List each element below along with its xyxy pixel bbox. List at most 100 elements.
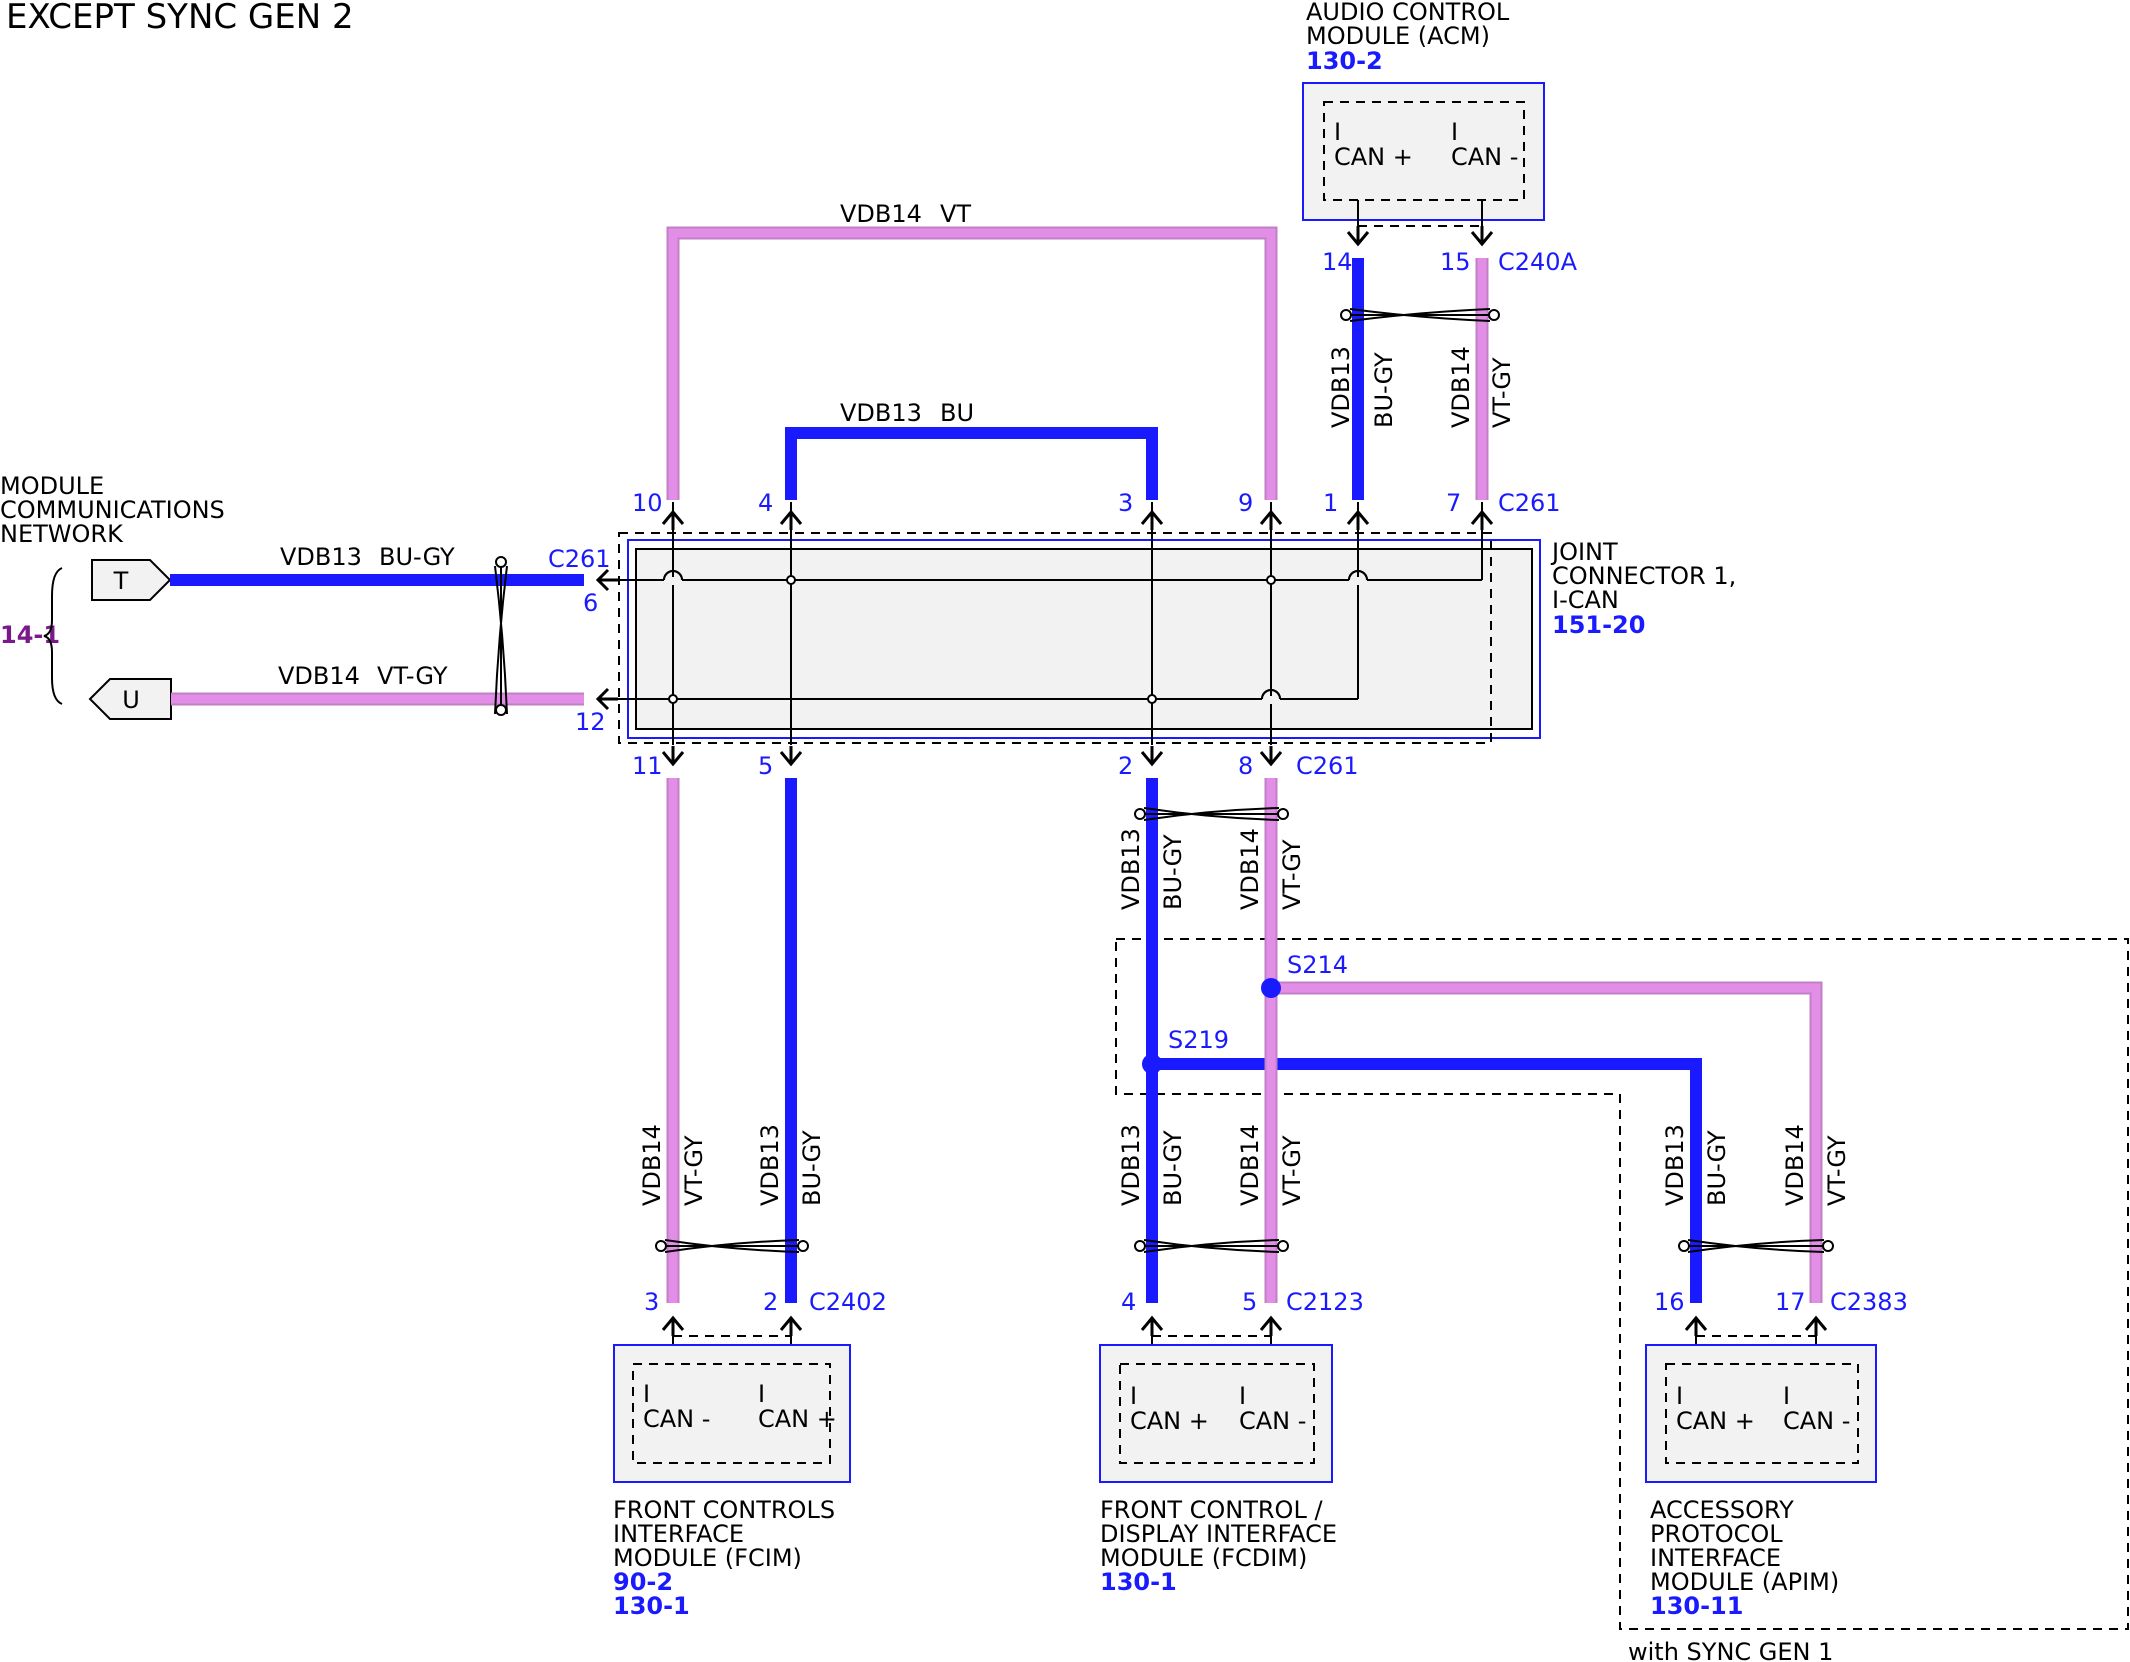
fcim-connector-label[interactable]: C2402 <box>809 1288 887 1316</box>
network-flag-t <box>91 559 172 601</box>
fcim-ref[interactable]: 130-1 <box>613 1592 690 1620</box>
brace-icon <box>43 567 63 705</box>
wire-label: VDB14 <box>278 662 360 690</box>
acm-can-plus: CAN + <box>1334 143 1413 171</box>
network-label: COMMUNICATIONS <box>0 496 225 524</box>
network-ref[interactable]: 14-1 <box>0 621 60 649</box>
joint-pin: 11 <box>632 752 663 780</box>
twisted-pair-icon <box>1340 308 1500 322</box>
splice-s219[interactable] <box>1142 1054 1162 1074</box>
joint-connector-ref[interactable]: 151-20 <box>1552 611 1645 639</box>
wire-loop-bu-color: BU <box>940 399 974 427</box>
wire-label: VDB14 <box>638 1124 666 1206</box>
twisted-pair-icon <box>494 556 508 716</box>
apim-connector-label[interactable]: C2383 <box>1830 1288 1908 1316</box>
acm-io: I <box>1451 118 1458 146</box>
fcdim-connector-label[interactable]: C2123 <box>1286 1288 1364 1316</box>
joint-internal-wiring <box>612 502 1483 745</box>
fcim-name: INTERFACE <box>613 1520 744 1548</box>
fcdim-name: FRONT CONTROL / <box>1100 1496 1323 1524</box>
twisted-pair-icon <box>1134 807 1289 821</box>
twisted-pair-icon <box>655 1239 809 1253</box>
twisted-pair-icon <box>1134 1239 1289 1253</box>
joint-pin: 7 <box>1446 489 1461 517</box>
wire-loop-vt-circuit: VDB14 <box>840 200 922 228</box>
fcdim-pin: 5 <box>1242 1288 1257 1316</box>
wire-label: BU-GY <box>379 543 455 571</box>
joint-connector-label[interactable]: C261 <box>548 545 611 573</box>
fcim-pin: 2 <box>763 1288 778 1316</box>
joint-connector-name: JOINT <box>1550 538 1618 566</box>
pin-arrow <box>595 568 618 711</box>
acm-ref[interactable]: 130-2 <box>1306 47 1383 75</box>
apim-wire-vt[interactable] <box>1271 981 1823 1303</box>
joint-pin: 3 <box>1118 489 1133 517</box>
fcdim-name: DISPLAY INTERFACE <box>1100 1520 1337 1548</box>
acm-name: MODULE (ACM) <box>1306 22 1490 50</box>
wire-label: BU-GY <box>1370 352 1398 428</box>
acm-module <box>1302 82 1545 221</box>
fcdim-ref[interactable]: 130-1 <box>1100 1568 1177 1596</box>
wire-label: VDB14 <box>1236 1124 1264 1206</box>
network-flag-u-label: U <box>122 686 140 714</box>
wire-label: VDB14 <box>1447 346 1475 428</box>
option-note: with SYNC GEN 1 <box>1628 1638 1833 1662</box>
network-label: MODULE <box>0 472 104 500</box>
wire-label: VDB14 <box>1236 828 1264 910</box>
joint-connector-label[interactable]: C261 <box>1296 752 1359 780</box>
wire-loop-bu[interactable] <box>785 427 1158 500</box>
apim-can-minus: CAN - <box>1783 1407 1850 1435</box>
acm-name: AUDIO CONTROL <box>1306 0 1510 26</box>
fcdim-can-minus: CAN - <box>1239 1407 1306 1435</box>
apim-can-plus: CAN + <box>1676 1407 1755 1435</box>
wire-label: VDB13 <box>756 1124 784 1206</box>
fcim-io: I <box>643 1380 650 1408</box>
fcdim-name: MODULE (FCDIM) <box>1100 1544 1307 1572</box>
wire-label: VT-GY <box>1278 1135 1306 1206</box>
wire-label: VT-GY <box>680 1135 708 1206</box>
apim-ref[interactable]: 130-11 <box>1650 1592 1743 1620</box>
wire-label: BU-GY <box>1159 1130 1187 1206</box>
joint-pin: 4 <box>758 489 773 517</box>
apim-pin: 16 <box>1654 1288 1685 1316</box>
apim-name: MODULE (APIM) <box>1650 1568 1839 1596</box>
fcim-ref[interactable]: 90-2 <box>613 1568 673 1596</box>
joint-pin: 12 <box>575 708 606 736</box>
fcim-module <box>613 1344 851 1483</box>
wire-loop-vt-color: VT <box>940 200 971 228</box>
wire-label: VDB13 <box>1117 828 1145 910</box>
joint-pin: 1 <box>1323 489 1338 517</box>
twisted-pair-icon <box>1678 1239 1834 1253</box>
acm-pin: 14 <box>1322 248 1353 276</box>
network-flag-t-label: T <box>113 567 129 595</box>
fcdim-pin: 4 <box>1121 1288 1136 1316</box>
fcim-name: MODULE (FCIM) <box>613 1544 802 1572</box>
wire-label: VDB13 <box>1327 346 1355 428</box>
apim-io: I <box>1676 1382 1683 1410</box>
acm-io: I <box>1334 118 1341 146</box>
wire-label: VT-GY <box>377 662 448 690</box>
splice-s214-label: S214 <box>1287 951 1348 979</box>
joint-pin: 10 <box>632 489 663 517</box>
fcdim-io: I <box>1130 1382 1137 1410</box>
wire-label: VDB14 <box>1781 1124 1809 1206</box>
splice-s214[interactable] <box>1261 978 1281 998</box>
joint-pin: 2 <box>1118 752 1133 780</box>
wire-label: BU-GY <box>1159 834 1187 910</box>
fcim-name: FRONT CONTROLS <box>613 1496 835 1524</box>
wire-loop-vt[interactable] <box>666 226 1278 500</box>
fcim-can-minus: CAN - <box>643 1405 710 1433</box>
joint-connector-label[interactable]: C261 <box>1498 489 1561 517</box>
page-title: EXCEPT SYNC GEN 2 <box>6 0 354 37</box>
joint-connector-name: I-CAN <box>1552 586 1619 614</box>
apim-io: I <box>1783 1382 1790 1410</box>
fcdim-io: I <box>1239 1382 1246 1410</box>
joint-pin: 8 <box>1238 752 1253 780</box>
option-region <box>1115 938 2129 1630</box>
joint-pin: 9 <box>1238 489 1253 517</box>
apim-wire-bu[interactable] <box>1152 1058 1702 1303</box>
acm-connector-label[interactable]: C240A <box>1498 248 1578 276</box>
apim-name: ACCESSORY <box>1650 1496 1794 1524</box>
fcim-can-plus: CAN + <box>758 1405 837 1433</box>
wire-label: VT-GY <box>1488 357 1516 428</box>
